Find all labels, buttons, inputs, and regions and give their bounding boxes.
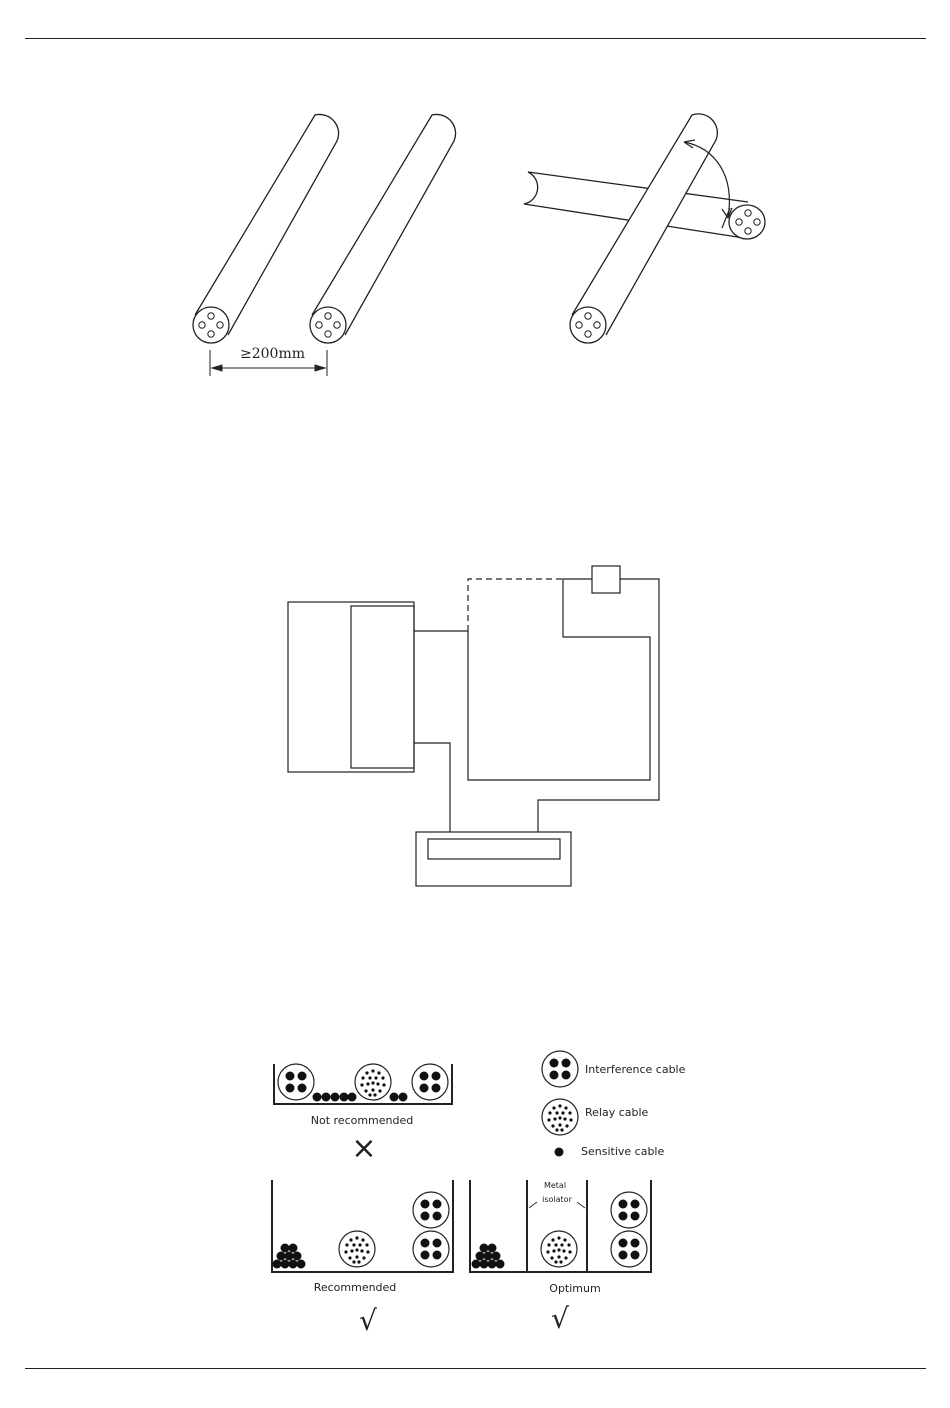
interference-cable — [413, 1192, 449, 1228]
legend-interference-label: Interference cable — [585, 1063, 686, 1076]
interference-cable — [611, 1192, 647, 1228]
sensitive-cable-bundle — [273, 1244, 306, 1269]
sensitive-cable-bundle — [472, 1244, 505, 1269]
header-rule — [25, 38, 926, 39]
legend-interference-symbol — [542, 1051, 578, 1087]
legend-sensitive-symbol — [555, 1148, 564, 1157]
legend-relay-symbol — [542, 1099, 578, 1135]
parallel-cable-left — [195, 114, 339, 335]
tray-not-recommended — [274, 1064, 452, 1104]
cable-spacing-figure: ≥200mm — [0, 100, 950, 390]
check-mark-recommended: √ — [359, 1304, 377, 1337]
cross-mark: × — [351, 1131, 376, 1166]
label-optimum: Optimum — [549, 1282, 600, 1295]
interference-cable — [413, 1231, 449, 1267]
interference-cable — [278, 1064, 314, 1100]
check-mark-optimum: √ — [551, 1302, 569, 1335]
footer-rule — [25, 1368, 926, 1369]
controller-inner-box — [428, 839, 560, 859]
relay-cable — [355, 1064, 391, 1100]
motor-inner-box — [351, 606, 414, 768]
tray-optimum — [470, 1180, 651, 1272]
cable-tray-figure: Not recommended × Interference cable Rel… — [0, 1040, 950, 1340]
label-not-recommended: Not recommended — [311, 1114, 414, 1127]
lower-cable — [414, 743, 450, 832]
outer-cable-loop — [538, 579, 659, 832]
relay-cable — [541, 1231, 577, 1267]
dashed-link — [468, 579, 563, 631]
legend-sensitive-label: Sensitive cable — [581, 1145, 664, 1158]
top-connector-box — [592, 566, 620, 593]
label-recommended: Recommended — [314, 1281, 397, 1294]
legend-relay-label: Relay cable — [585, 1106, 649, 1119]
interference-cable — [611, 1231, 647, 1267]
tray-recommended — [272, 1180, 453, 1272]
interference-cable — [412, 1064, 448, 1100]
relay-cable — [339, 1231, 375, 1267]
spacing-dimension-label: ≥200mm — [240, 346, 305, 362]
label-isolator: isolator — [542, 1195, 572, 1204]
wiring-layout-diagram — [0, 560, 950, 900]
label-metal: Metal — [544, 1181, 566, 1190]
